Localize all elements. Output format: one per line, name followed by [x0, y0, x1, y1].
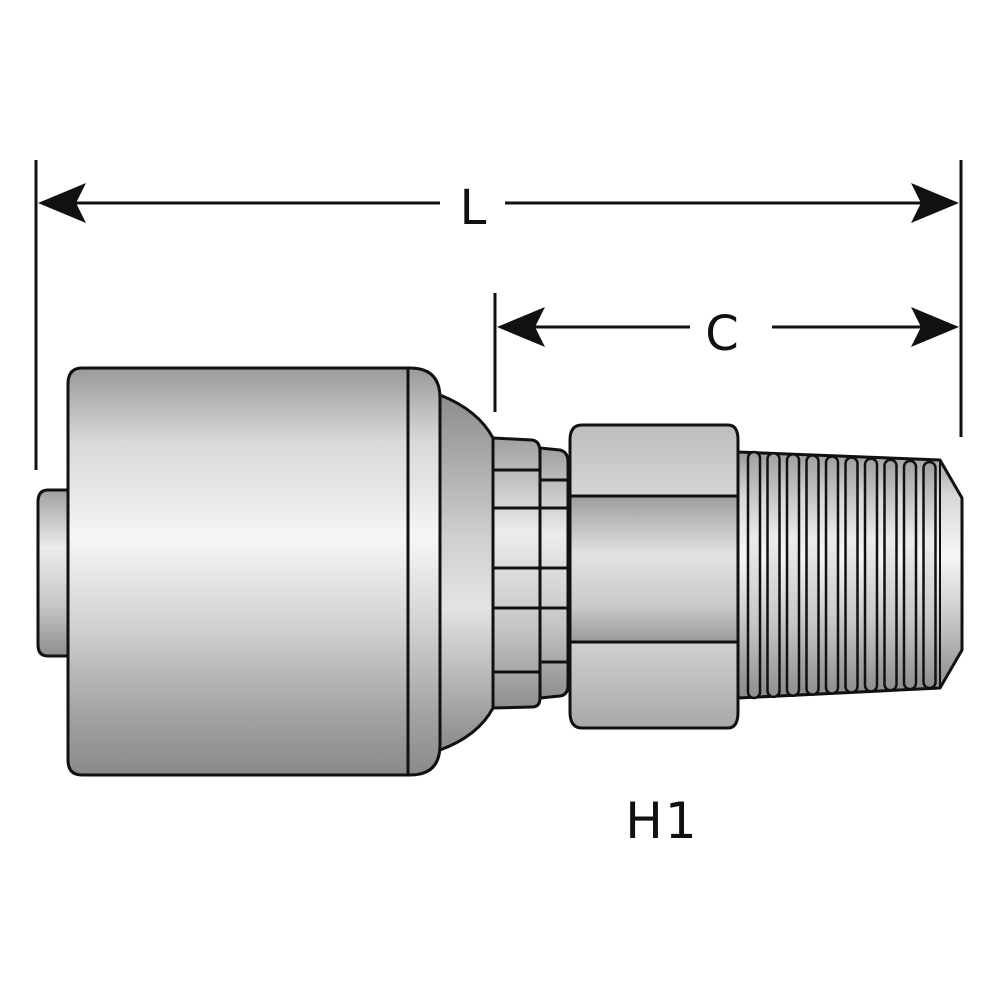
- thread-ridge: [766, 451, 781, 699]
- thread-ridge: [922, 460, 937, 690]
- hose-fitting: [36, 366, 964, 777]
- thread-ridge: [902, 459, 918, 691]
- thread-ridge: [883, 458, 898, 692]
- dimension-l: L: [34, 160, 963, 470]
- arrowhead-l-left: [38, 183, 86, 223]
- thread-ridge: [863, 457, 879, 693]
- thread-ridges: [746, 450, 937, 700]
- hose-stem: [36, 488, 74, 658]
- dimension-label-c: C: [705, 306, 739, 362]
- ferrule-shell: [66, 366, 442, 777]
- part-label: H1: [625, 792, 698, 850]
- thread-ridge: [824, 455, 840, 695]
- shoulder-ring: [538, 446, 570, 700]
- hex-flat-middle: [568, 494, 740, 644]
- dimension-c: C: [493, 293, 959, 412]
- thread-ridge: [805, 454, 820, 696]
- dimension-label-l: L: [460, 180, 487, 236]
- thread-ridge: [844, 456, 859, 694]
- nipple-collar: [491, 436, 542, 710]
- crimp-cone: [438, 393, 495, 752]
- thread-ridge: [746, 450, 762, 700]
- thread-ridge: [785, 452, 801, 698]
- arrowhead-c-right: [911, 307, 959, 347]
- arrowhead-l-right: [911, 183, 959, 223]
- arrowhead-c-left: [497, 307, 545, 347]
